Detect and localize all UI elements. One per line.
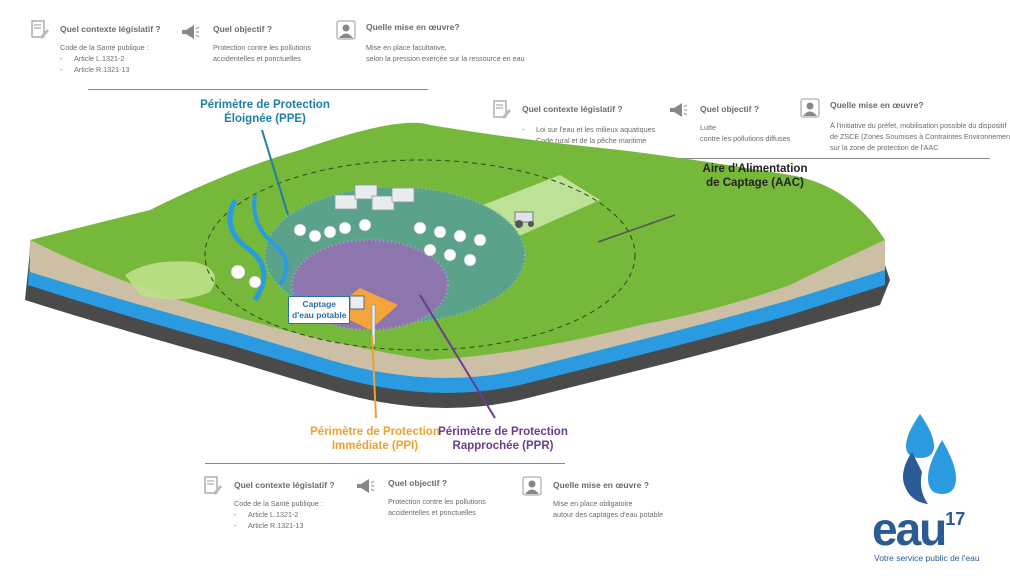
river	[252, 194, 289, 287]
field-patch	[125, 261, 215, 300]
bottom-impl-lines: Mise en place obligatoire autour des cap…	[553, 499, 664, 519]
right-impl-header: Quelle mise en œuvre?	[830, 100, 924, 110]
ppr-texture	[290, 238, 450, 332]
top-goal-lines: Protection contre les pollutions acciden…	[213, 43, 311, 63]
right-impl-lines: À l'initiative du préfet, mobilisation p…	[830, 121, 1010, 152]
top-impl-header: Quelle mise en œuvre?	[366, 22, 460, 32]
bottom-divider	[205, 463, 565, 464]
bottom-legal-header: Quel contexte législatif ?	[234, 480, 335, 490]
water-drops-logo	[903, 414, 956, 504]
top-legal-lines: Code de la Santé publique : Article L.13…	[60, 42, 149, 75]
ppe-texture	[264, 186, 526, 324]
top-goal-icon-wrap	[180, 22, 200, 47]
trees	[230, 218, 487, 289]
megaphone-icon	[357, 479, 375, 493]
bottom-impl-icon-wrap	[522, 476, 542, 501]
captage-building	[349, 295, 376, 346]
bottom-goal-icon-wrap	[355, 476, 375, 501]
document-pen-icon	[31, 20, 49, 39]
bottom-goal-lines: Protection contre les pollutions acciden…	[388, 497, 486, 517]
ppi-leader-line	[371, 334, 377, 419]
right-legal-lines: Loi sur l'eau et les milieux aquatiques …	[522, 124, 655, 146]
right-impl-icon-wrap	[800, 98, 820, 123]
top-goal-header: Quel objectif ?	[213, 24, 273, 34]
tractor	[514, 211, 534, 228]
brand-wordmark: eau17	[872, 506, 965, 552]
document-pen-icon	[204, 476, 222, 495]
ppe-leader-line	[261, 129, 289, 216]
top-impl-lines: Mise en place facultative, selon la pres…	[366, 43, 525, 63]
aac-boundary	[204, 159, 636, 351]
brand-number: 17	[945, 509, 966, 529]
bottom-goal-header: Quel objectif ?	[388, 478, 448, 488]
top-legal-section	[30, 20, 50, 45]
person-icon	[522, 476, 542, 496]
ppr-leader-line	[419, 294, 496, 419]
right-legal-icon-wrap	[492, 100, 512, 125]
person-icon	[800, 98, 820, 118]
megaphone-icon	[182, 25, 200, 39]
person-icon	[336, 20, 356, 40]
top-legal-header: Quel contexte législatif ?	[60, 24, 161, 34]
greenhouses	[334, 184, 415, 211]
brand-name: eau	[872, 503, 947, 555]
right-goal-header: Quel objectif ?	[700, 104, 760, 114]
brand-slogan: Votre service public de l'eau	[874, 553, 980, 563]
right-goal-icon-wrap	[668, 100, 688, 125]
bottom-legal-lines: Code de la Santé publique : Article L.13…	[234, 498, 323, 531]
right-legal-header: Quel contexte législatif ?	[522, 104, 623, 114]
river	[227, 198, 267, 302]
megaphone-icon	[670, 103, 688, 117]
top-impl-icon-wrap	[336, 20, 356, 45]
bottom-legal-icon-wrap	[203, 476, 223, 501]
bottom-impl-header: Quelle mise en œuvre ?	[553, 480, 649, 490]
document-pen-icon	[493, 100, 511, 119]
top-divider	[88, 89, 428, 90]
right-goal-lines: Lutte contre les pollutions diffuses	[700, 123, 791, 143]
aac-leader-line	[597, 214, 676, 243]
right-divider	[610, 158, 990, 159]
